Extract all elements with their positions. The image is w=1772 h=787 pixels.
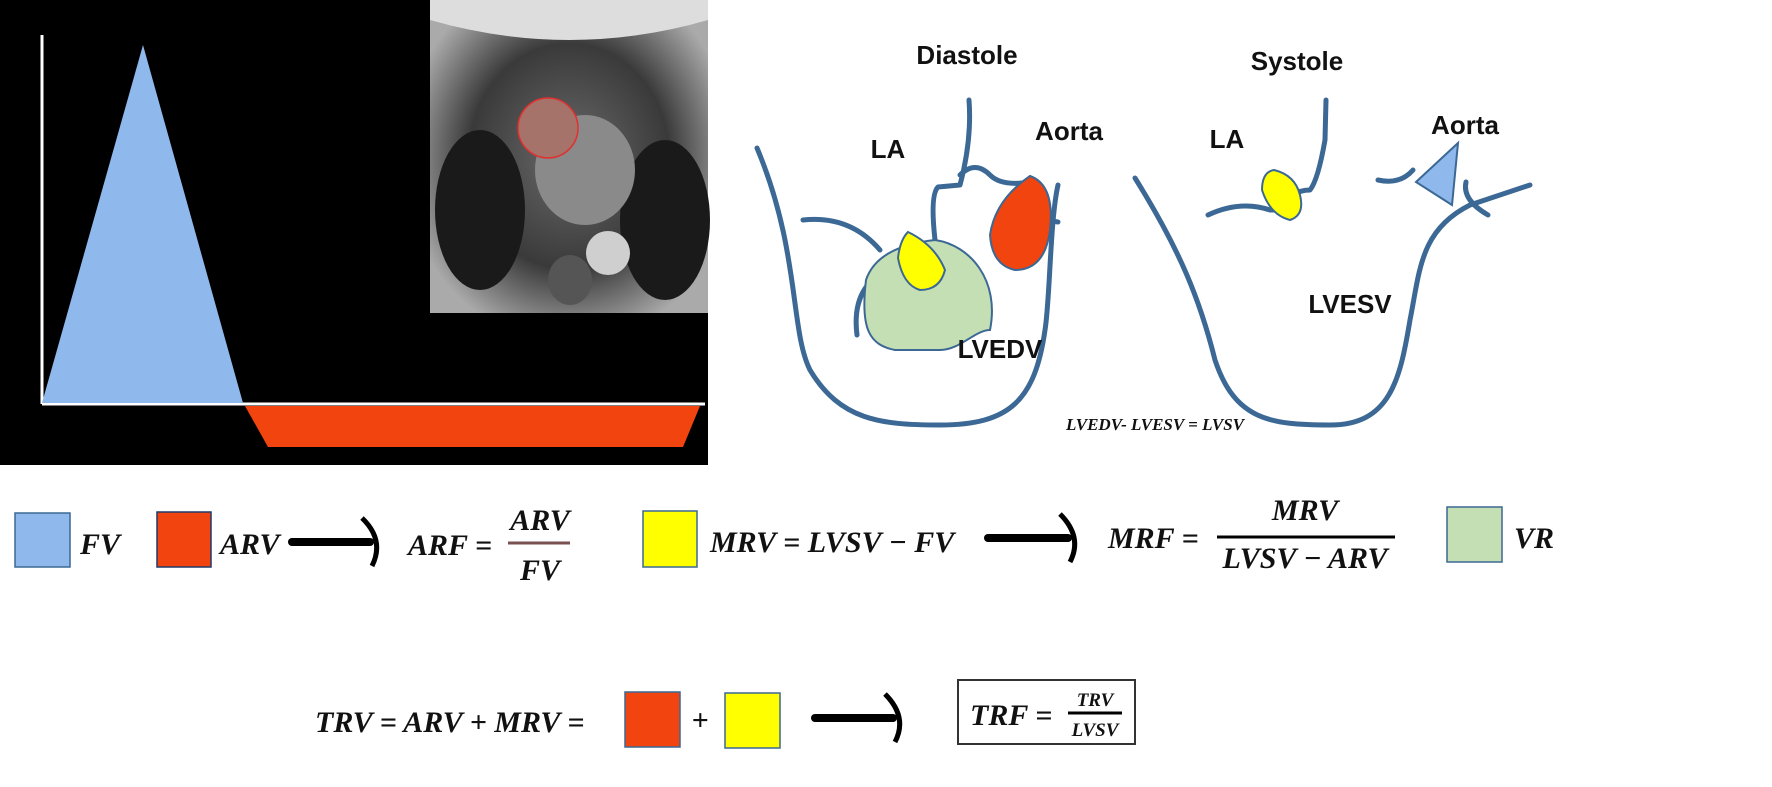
mrf-denominator: LVSV − ARV <box>1222 542 1391 575</box>
arf-numerator: ARV <box>508 504 572 537</box>
arf-denominator: FV <box>519 554 563 587</box>
vr-region <box>863 238 993 351</box>
fv-label: FV <box>79 528 123 561</box>
mrv-region-systole <box>1260 168 1303 222</box>
fv-triangle-systole <box>1414 140 1460 207</box>
systole-aorta-label: Aorta <box>1431 110 1499 140</box>
systole-title: Systole <box>1251 46 1344 76</box>
mrv-swatch-trv <box>724 692 781 749</box>
trf-numerator: TRV <box>1077 690 1115 711</box>
vr-swatch <box>1446 506 1503 563</box>
fv-swatch <box>14 512 71 568</box>
forward-volume-triangle <box>42 45 243 403</box>
diastole-title: Diastole <box>916 40 1017 70</box>
arf-lhs: ARF = <box>406 529 492 562</box>
arv-region-diastole <box>988 174 1052 272</box>
arrow-icon <box>288 516 380 568</box>
arrow-icon <box>811 692 903 744</box>
trf-denominator: LVSV <box>1071 720 1120 741</box>
roi-circle <box>517 97 579 159</box>
plus-sign: + <box>691 704 708 737</box>
diastole-heart <box>754 97 1061 428</box>
mrf-numerator: MRV <box>1271 494 1341 527</box>
mrf-lhs: MRF = <box>1107 522 1199 555</box>
mrv-equation: MRV = LVSV − FV <box>709 526 957 559</box>
systole-lvesv-label: LVESV <box>1308 289 1392 319</box>
arv-swatch-trv <box>624 691 681 748</box>
mri-inset <box>430 0 710 313</box>
arv-swatch <box>156 511 212 568</box>
vr-label: VR <box>1514 522 1554 555</box>
trv-equation: TRV = ARV + MRV = <box>315 706 585 739</box>
diastole-aorta-label: Aorta <box>1035 116 1103 146</box>
systole-heart <box>1132 97 1533 428</box>
diastole-la-label: LA <box>871 134 906 164</box>
arv-label: ARV <box>218 528 282 561</box>
trf-lhs: TRF = <box>970 699 1052 732</box>
diastole-lvedv-label: LVEDV <box>958 334 1043 364</box>
regurgitant-volume-trapezoid <box>245 406 700 447</box>
mrv-swatch <box>642 510 698 568</box>
mrv-region-diastole <box>896 230 947 292</box>
systole-la-label: LA <box>1210 124 1245 154</box>
arrow-icon <box>984 512 1078 564</box>
stroke-volume-formula: LVEDV- LVESV = LVSV <box>1065 415 1246 434</box>
